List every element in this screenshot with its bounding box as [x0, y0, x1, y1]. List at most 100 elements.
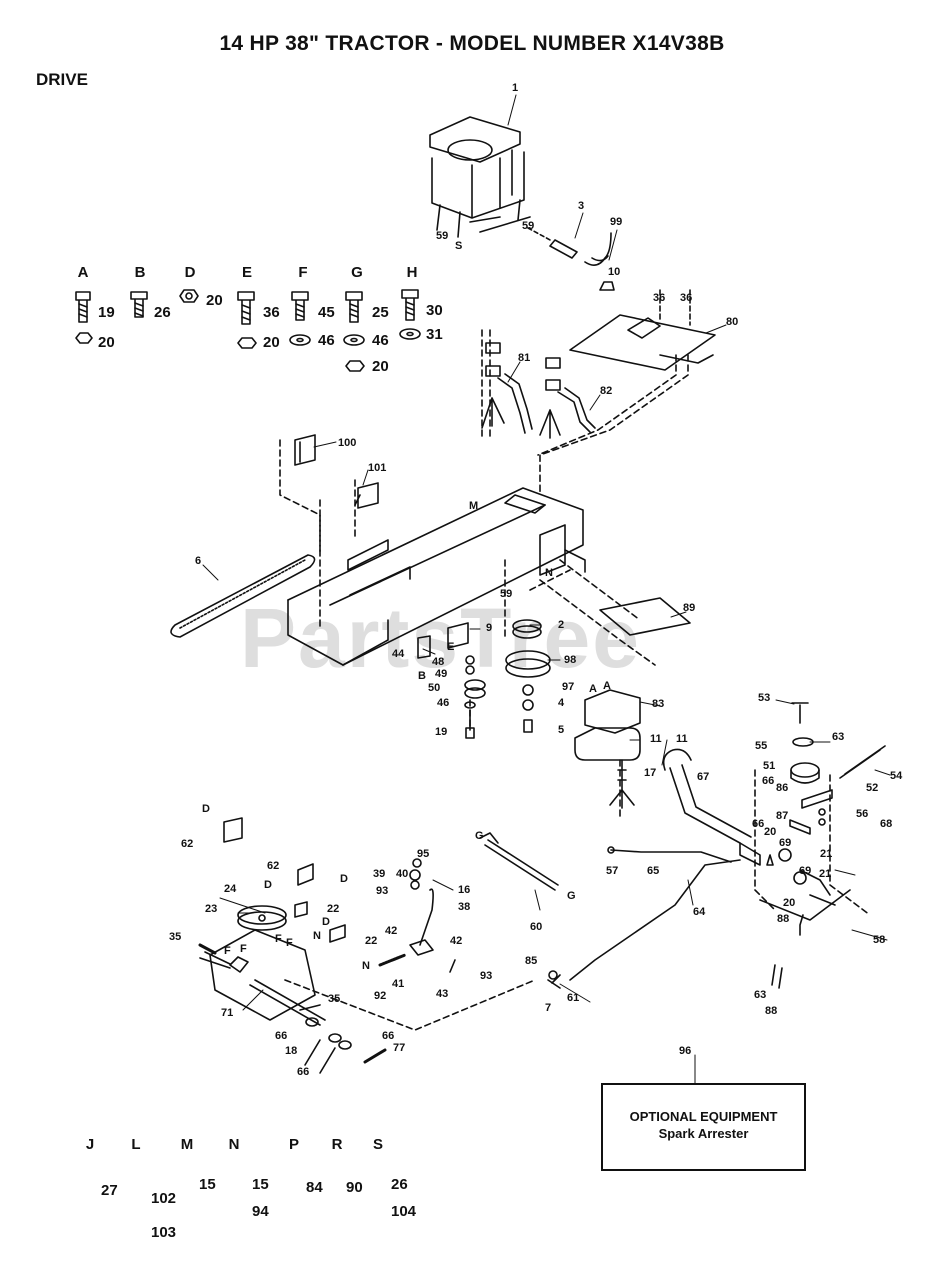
part-44	[417, 635, 431, 659]
part-24a	[223, 817, 243, 843]
callout: 52	[866, 782, 879, 794]
ref-letter: 59	[500, 588, 513, 600]
callout: 20	[783, 897, 796, 909]
ref-letter: M	[469, 500, 479, 512]
hw-part: 25	[372, 304, 389, 321]
hw-letter-f: F	[298, 264, 308, 281]
watermark: PartsTree	[240, 591, 641, 685]
part-2	[512, 619, 542, 633]
callout: 99	[610, 216, 623, 228]
part-22	[237, 905, 287, 925]
hw-part: 27	[101, 1182, 118, 1199]
ref-letter: 59	[436, 230, 449, 242]
part-42	[449, 959, 456, 973]
callout: 92	[374, 990, 387, 1002]
ref-letter: A	[603, 680, 611, 692]
callout: 21	[820, 848, 833, 860]
callout: 85	[525, 955, 538, 967]
part-67	[662, 748, 692, 771]
callout: 101	[368, 462, 387, 474]
part-89	[599, 597, 691, 636]
part-87	[789, 819, 811, 835]
part-52	[801, 789, 833, 809]
hw-letter-a: A	[77, 264, 89, 281]
part-10	[599, 281, 615, 291]
part-17	[609, 789, 635, 809]
hw-letter-n: N	[228, 1136, 240, 1153]
ref-letter: B	[418, 670, 426, 682]
callout: 35	[169, 931, 182, 943]
hw-part: 20	[372, 358, 389, 375]
hardware-glyphs-top	[75, 289, 421, 372]
callout: 17	[644, 767, 657, 779]
part-39	[419, 888, 434, 946]
callout: 42	[385, 925, 398, 937]
hw-part: 46	[318, 332, 335, 349]
callout: 23	[205, 903, 218, 915]
ref-letter: E	[447, 641, 455, 653]
callout: 44	[392, 648, 405, 660]
part-6-belt	[170, 554, 316, 638]
callout: 77	[393, 1042, 406, 1054]
callout: 96	[679, 1045, 692, 1057]
callout: 11	[676, 733, 688, 745]
callout: 5	[558, 724, 565, 736]
hw-part: 102	[151, 1190, 177, 1207]
callout: 66	[382, 1030, 395, 1042]
part-61	[547, 974, 561, 989]
callout: 49	[435, 668, 448, 680]
part-57	[759, 889, 851, 921]
part-3	[549, 239, 578, 259]
hw-letter-m: M	[180, 1136, 194, 1153]
callout: 20	[764, 826, 777, 838]
callout: 68	[880, 818, 893, 830]
part-100	[294, 434, 316, 466]
callout: 22	[365, 935, 378, 947]
part-81-82	[481, 342, 596, 439]
hw-part: 36	[263, 304, 280, 321]
hw-part: 45	[318, 304, 335, 321]
ref-letter: F	[275, 933, 282, 945]
callout: 93	[480, 970, 493, 982]
hw-letter-r: R	[331, 1136, 343, 1153]
callout: 24	[224, 883, 237, 895]
callout: 16	[458, 884, 471, 896]
part-53	[791, 702, 809, 724]
hw-letter-s: S	[372, 1136, 383, 1153]
part-60	[569, 859, 741, 981]
hw-part: 31	[426, 326, 443, 343]
callout: 7	[545, 1002, 552, 1014]
page-title: 14 HP 38" TRACTOR - MODEL NUMBER X14V38B	[219, 32, 725, 55]
ref-letter: F	[240, 943, 247, 955]
ref-letter: S	[455, 240, 463, 252]
part-62	[548, 970, 558, 980]
callout: 67	[697, 771, 710, 783]
part-9	[447, 622, 469, 649]
hw-letter-h: H	[406, 264, 418, 281]
part-66	[669, 764, 752, 844]
part-19	[465, 709, 475, 739]
callout: 22	[327, 903, 340, 915]
part-88	[799, 869, 836, 906]
hw-part: 15	[252, 1176, 269, 1193]
part-71	[198, 943, 217, 955]
ref-letter: D	[202, 803, 210, 815]
part-35	[294, 901, 346, 943]
hw-letter-j: J	[85, 1136, 95, 1153]
callout: 19	[435, 726, 448, 738]
hw-part: 20	[98, 334, 115, 351]
callout: 21	[819, 868, 832, 880]
part-51	[790, 762, 820, 778]
callout: 64	[693, 906, 706, 918]
callout: 83	[652, 698, 665, 710]
callout: 98	[564, 654, 577, 666]
ref-letter: 36	[680, 292, 693, 304]
callout: 56	[856, 808, 869, 820]
engine-part-1	[429, 116, 531, 238]
hw-letter-b: B	[134, 264, 146, 281]
frame	[287, 487, 586, 666]
callout: 66	[752, 818, 765, 830]
hw-part: 30	[426, 302, 443, 319]
part-58	[771, 964, 783, 989]
